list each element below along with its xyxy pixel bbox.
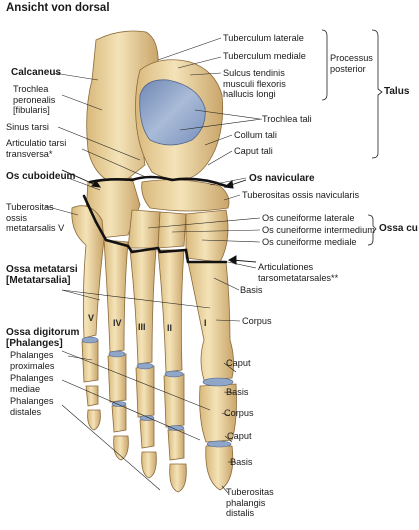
joint-lines [82, 175, 228, 264]
phalanx-middle-4 [111, 405, 127, 433]
label-basis-phalanx-proximal: Basis [226, 387, 249, 397]
label-basis-phalanx-distal: Basis [230, 457, 253, 467]
phalanx-distal-5 [87, 409, 101, 431]
label-collum-tali: Collum tali [234, 130, 277, 140]
brackets [321, 29, 383, 246]
label-caput-metatarsal: Caput [226, 358, 251, 368]
metatarsal-number-3: III [138, 322, 146, 332]
leader-lines [44, 37, 263, 494]
label-cuneiforme-mediale: Os cuneiforme mediale [262, 237, 357, 247]
arrows [61, 169, 257, 265]
label-tuberculum-mediale: Tuberculum mediale [223, 51, 306, 61]
label-tuberculum-laterale: Tuberculum laterale [223, 33, 304, 43]
label-os-cuboideum: Os cuboideum [6, 171, 76, 182]
label-basis-metatarsal: Basis [240, 285, 263, 295]
label-ossa-digitorum: Ossa digitorum[Phalanges] [6, 327, 80, 349]
label-ossa-metatarsi-text: Ossa metatarsi[Metatarsalia] [6, 264, 78, 286]
phalanx-middle-2 [167, 429, 185, 461]
label-trochlea-tali: Trochlea tali [262, 114, 312, 124]
metatarsal-number-5: V [88, 313, 95, 323]
pip-joint-2 [167, 425, 185, 431]
metatarsal-2-bone [157, 249, 185, 373]
bones [71, 30, 237, 493]
phalanx-distal-1 [205, 445, 234, 491]
label-cuneiforme-laterale: Os cuneiforme laterale [262, 213, 355, 223]
mtp-joint-1 [202, 377, 234, 387]
group-ossa-cuneiformia: Ossa cu [379, 223, 418, 234]
navicular-bone [141, 179, 230, 212]
label-caput-phalanx: Caput [227, 431, 252, 441]
metatarsal-1-bone [187, 261, 234, 381]
pip-joint-3 [139, 415, 155, 421]
diagram-title: Ansicht von dorsal [6, 2, 110, 14]
mtp-joint-4 [108, 350, 126, 358]
metatarsal-3-bone [129, 249, 157, 365]
phalanx-proximal-3 [135, 365, 155, 418]
mtp-joint-2 [164, 370, 184, 378]
label-sinus-tarsi: Sinus tarsi [6, 122, 49, 132]
cuneiform-intermediate-bone [157, 211, 187, 249]
phalanx-distal-3 [141, 451, 157, 479]
metatarsal-4-bone [103, 239, 129, 353]
phalanx-distal-2 [169, 463, 187, 493]
label-corpus-metatarsal: Corpus [242, 316, 272, 326]
metatarsal-number-1: I [204, 318, 207, 328]
phalanx-middle-5 [85, 385, 99, 407]
tarsometatarsal-joint-line [82, 194, 228, 264]
metatarsal-5-bone [71, 205, 105, 339]
phalanx-proximal-2 [163, 373, 185, 428]
ip-joint-1 [206, 440, 232, 448]
label-corpus-phalanx: Corpus [224, 408, 254, 418]
mtp-joint-5 [81, 336, 99, 344]
metatarsal-number-2: II [167, 323, 173, 333]
cuneiform-medial-bone [185, 209, 229, 263]
label-os-naviculare: Os naviculare [249, 173, 315, 184]
label-tuberositas-navicularis: Tuberositas ossis navicularis [242, 190, 360, 200]
mtp-joint-3 [136, 362, 154, 370]
phalanx-distal-4 [113, 435, 129, 461]
label-cuneiforme-intermedium: Os cuneiforme intermedium [262, 225, 375, 235]
cuneiform-lateral-bone [127, 209, 161, 249]
label-calcaneus: Calcaneus [11, 67, 62, 78]
group-talus: Talus [384, 86, 410, 97]
metatarsal-number-4: IV [113, 318, 122, 328]
phalanx-proximal-5 [81, 339, 99, 383]
phalanx-proximal-4 [107, 353, 127, 403]
pip-joint-4 [111, 401, 127, 407]
phalanx-middle-3 [139, 419, 155, 449]
transverse-tarsal-joint-line [88, 175, 228, 188]
phalanx-proximal-1 [199, 383, 237, 443]
label-caput-tali: Caput tali [234, 146, 273, 156]
